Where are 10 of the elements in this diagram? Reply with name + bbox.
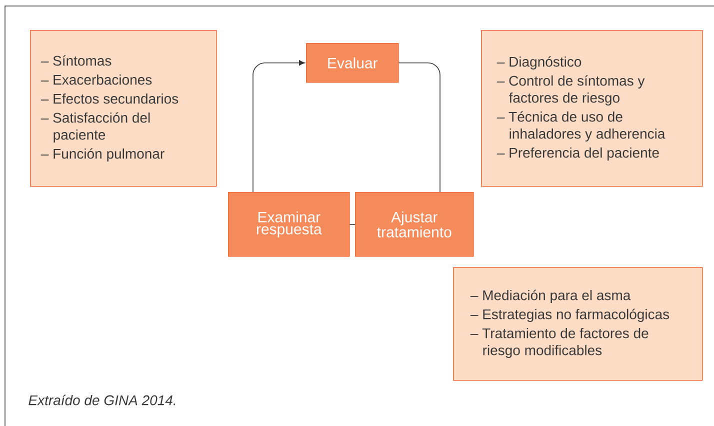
connector-line: [349, 224, 356, 225]
list-box: – Síntomas – Exacerbaciones – Efectos secundarios – Satisfacción del paciente – Función pulmonar: [30, 30, 217, 187]
list-box: – Mediación para el asma – Estrategias no farmacológicas – Tratamiento de factores de riesgo modificables: [453, 267, 703, 381]
process-box: Evaluar: [306, 43, 399, 83]
connector-line: [252, 60, 305, 192]
connector-line: [398, 62, 440, 192]
caption: Extraído de GINA 2014.: [28, 394, 176, 406]
list-box: – Diagnóstico – Control de síntomas y factores de riesgo – Técnica de uso de inhaladores y adherencia – Preferencia del paciente: [481, 30, 703, 187]
process-box: Ajustar tratamiento: [355, 192, 474, 257]
process-box: Examinar respuesta: [228, 192, 350, 257]
